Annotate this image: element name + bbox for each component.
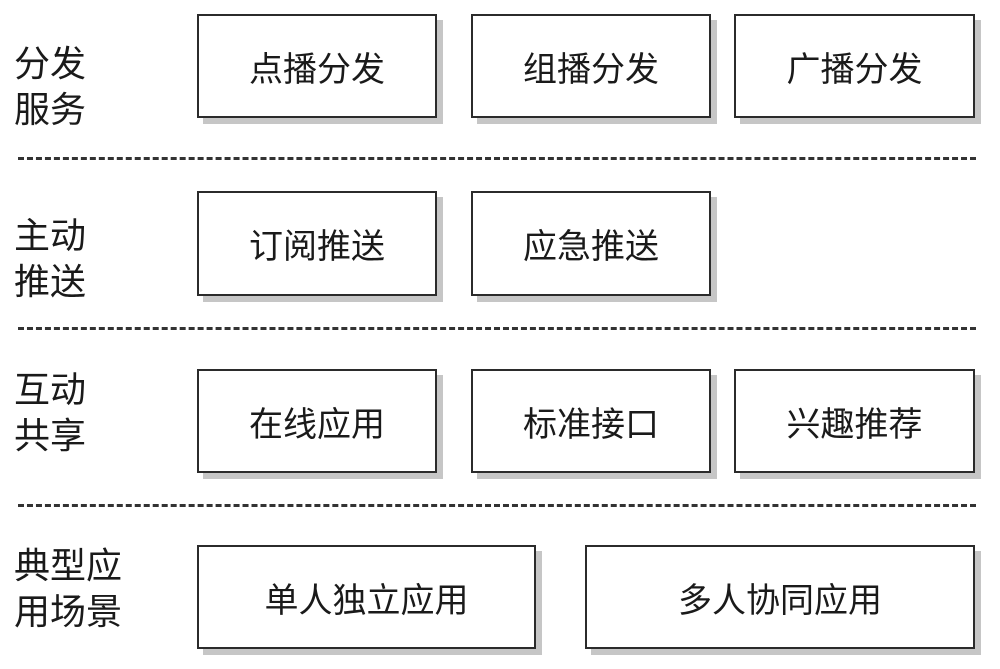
row-label-line2: 用场景 — [14, 592, 123, 633]
box-subscription-push: 订阅推送 — [197, 191, 437, 296]
row-label-line1: 典型应 — [14, 546, 123, 587]
row-label-line1: 分发 — [14, 44, 87, 85]
box-single-user-application: 单人独立应用 — [197, 545, 536, 649]
row-label-distribution: 分发 服务 — [14, 42, 124, 134]
layer-divider — [18, 327, 976, 330]
row-label-active-push: 主动 推送 — [14, 214, 124, 306]
row-label-line2: 服务 — [14, 90, 87, 131]
box-interest-recommendation: 兴趣推荐 — [734, 369, 975, 473]
row-label-typical-scenarios: 典型应 用场景 — [14, 544, 124, 636]
box-online-application: 在线应用 — [197, 369, 437, 473]
layer-divider — [18, 504, 976, 507]
box-multicast-distribution: 组播分发 — [471, 14, 711, 118]
row-label-line1: 主动 — [14, 216, 87, 257]
box-vod-distribution: 点播分发 — [197, 14, 437, 118]
row-label-line1: 互动 — [14, 370, 87, 411]
row-label-line2: 共享 — [14, 416, 87, 457]
box-multi-user-collaboration: 多人协同应用 — [585, 545, 975, 649]
row-label-line2: 推送 — [14, 262, 87, 303]
box-broadcast-distribution: 广播分发 — [734, 14, 975, 118]
row-label-interactive-sharing: 互动 共享 — [14, 368, 124, 460]
layer-divider — [18, 157, 976, 160]
box-standard-interface: 标准接口 — [471, 369, 711, 473]
box-emergency-push: 应急推送 — [471, 191, 711, 296]
